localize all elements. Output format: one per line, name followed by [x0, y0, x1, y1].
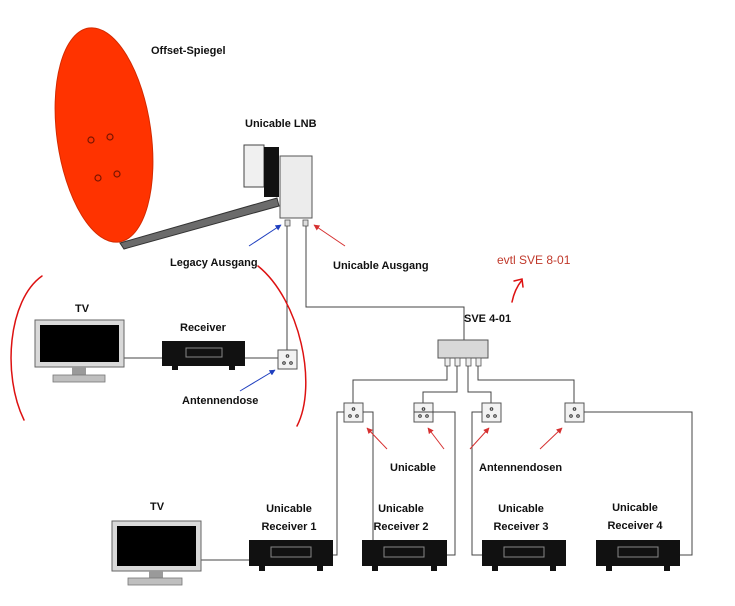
receiver-top-label: Receiver — [180, 322, 226, 334]
dish-bolt — [94, 174, 102, 182]
arrows — [239, 224, 563, 450]
receiver-1-line1: Unicable — [266, 503, 312, 515]
tv-top-label: TV — [75, 303, 90, 315]
lnb-feedhorn — [243, 144, 265, 188]
antenna-socket-3 — [481, 402, 502, 423]
unicable-out-arrow — [313, 224, 346, 247]
offset-spiegel-label: Offset-Spiegel — [151, 45, 226, 57]
legacy-arrow — [248, 224, 282, 247]
lnb-body — [279, 155, 313, 219]
sve-port-4 — [475, 357, 482, 367]
antenna-socket-1 — [343, 402, 364, 423]
receiver-3-line1: Unicable — [498, 503, 544, 515]
receiver-2-label: Unicable Receiver 2 — [373, 500, 428, 536]
receiver-3-line2: Receiver 3 — [493, 521, 549, 533]
antennendose-label: Antennendose — [182, 395, 259, 407]
receiver-3-label: Unicable Receiver 3 — [493, 500, 548, 536]
evtl-sve-label: evtl SVE 8-01 — [497, 253, 571, 267]
sve-port-2 — [454, 357, 461, 367]
receiver-4-line2: Receiver 4 — [607, 520, 663, 532]
socket-arrow-2 — [427, 427, 445, 450]
socket-arrow-4 — [539, 427, 563, 450]
sve-outputs — [352, 366, 575, 403]
antennendose-arrow — [239, 369, 276, 392]
socket-arrow-1 — [366, 427, 388, 450]
unicable-receiver-3 — [482, 540, 566, 571]
unicable-receiver-2 — [362, 540, 447, 571]
dish-bolt — [87, 136, 95, 144]
offset-dish — [54, 27, 280, 250]
antennendosen-label: Antennendosen — [479, 462, 563, 474]
unicable-lnb — [243, 144, 313, 227]
unicable-label: Unicable — [390, 462, 436, 474]
wall-sockets — [277, 349, 585, 423]
antenna-socket-top — [277, 349, 298, 370]
unicable-cable — [305, 226, 465, 340]
legacy-ausgang-label: Legacy Ausgang — [170, 257, 258, 269]
unicable-receiver-1 — [249, 540, 333, 571]
receiver-1-line2: Receiver 1 — [261, 521, 317, 533]
evtl-arrow-shaft — [511, 279, 523, 303]
sve-splitter — [437, 339, 489, 367]
sve-port-1 — [444, 357, 451, 367]
unicable-lnb-label: Unicable LNB — [245, 118, 317, 130]
right-bracket — [257, 265, 307, 427]
receiver-cables — [201, 411, 693, 561]
receiver-4-label: Unicable Receiver 4 — [607, 499, 662, 535]
legacy-cable — [124, 226, 288, 359]
antenna-socket-4 — [564, 402, 585, 423]
tv-bottom — [111, 520, 202, 586]
receiver-4-line1: Unicable — [612, 502, 658, 514]
receiver-top — [162, 341, 245, 370]
unicable-cable-to-sve — [305, 226, 465, 340]
left-bracket — [10, 275, 43, 421]
evtl-arrow-head — [513, 278, 524, 288]
lnb-collar — [264, 147, 279, 197]
tv-top — [34, 319, 125, 383]
sve-port-3 — [465, 357, 472, 367]
sve-body — [437, 339, 489, 359]
unicable-receiver-4 — [596, 540, 680, 571]
socket-arrow-3 — [469, 427, 490, 450]
receiver-1-label: Unicable Receiver 1 — [261, 500, 316, 536]
dish-reflector — [54, 27, 154, 243]
handwritten-annotations — [10, 265, 524, 427]
receiver-2-line2: Receiver 2 — [373, 521, 429, 533]
lnb-unicable-port — [302, 219, 309, 227]
dish-bolt — [113, 170, 121, 178]
lnb-legacy-port — [284, 219, 291, 227]
dish-bolt — [106, 133, 114, 141]
dish-arm — [119, 197, 280, 250]
receiver-2-line1: Unicable — [378, 503, 424, 515]
unicable-ausgang-label: Unicable Ausgang — [333, 260, 429, 272]
sve-label: SVE 4-01 — [464, 313, 512, 325]
tv-bottom-label: TV — [150, 501, 165, 513]
